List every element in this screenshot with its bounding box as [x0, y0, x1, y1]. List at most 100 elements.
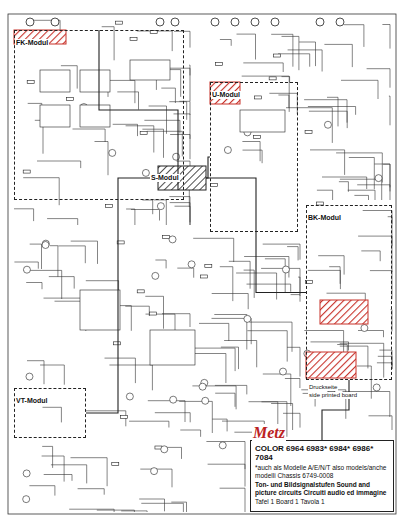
title-text: Ton- und Bildsignalstufen Sound and pict…: [254, 481, 390, 496]
wire: [341, 80, 378, 99]
resistor-symbol: [210, 184, 217, 187]
wire: [95, 142, 109, 176]
wire: [317, 190, 333, 200]
wire: [26, 283, 42, 290]
wire: [142, 200, 152, 214]
terminal: [316, 18, 324, 26]
wire: [47, 219, 78, 225]
wire: [389, 96, 390, 125]
wire: [242, 142, 260, 162]
resistor-symbol: [255, 96, 262, 99]
wire: [58, 246, 85, 263]
wire: [229, 261, 250, 288]
transistor-symbol: [23, 266, 30, 273]
wire: [170, 203, 190, 225]
wires: [14, 20, 392, 512]
wire: [224, 341, 257, 368]
wire: [162, 314, 190, 327]
wire: [37, 161, 81, 168]
ic-block: [40, 70, 70, 92]
wire: [340, 179, 382, 200]
terminal: [171, 18, 179, 26]
title-block: COLOR 6964 6983* 6984* 6986* 7084*auch a…: [250, 440, 394, 512]
wire: [177, 268, 193, 278]
wire: [55, 301, 82, 314]
module-name: S-Modul: [150, 174, 180, 182]
brand-logo: Metz: [252, 424, 286, 442]
wire: [357, 185, 390, 200]
transistor-symbol: [152, 272, 159, 279]
terminal: [231, 18, 239, 26]
wire: [97, 510, 135, 512]
wire: [193, 238, 234, 262]
wire: [29, 486, 55, 496]
wire: [271, 34, 293, 66]
transistor-symbol: [188, 261, 195, 268]
resistor-symbol: [23, 170, 30, 173]
resistor-symbol: [130, 38, 137, 41]
wire: [147, 131, 182, 156]
wire: [69, 509, 114, 512]
terminal: [51, 18, 59, 26]
wire: [286, 108, 332, 143]
wire: [311, 342, 349, 351]
transistor-symbol: [42, 241, 49, 248]
resistor-symbol: [66, 97, 73, 100]
resistor-symbol: [162, 236, 169, 239]
wire: [145, 296, 163, 328]
resistor-symbol: [215, 62, 222, 65]
wire: [287, 347, 300, 376]
wire: [42, 446, 52, 468]
wire: [310, 150, 345, 175]
transistor-symbol: [244, 315, 251, 322]
wire: [263, 244, 300, 260]
module-outline: VT-Modul: [14, 388, 86, 438]
wire: [192, 386, 236, 409]
wire: [348, 190, 375, 200]
wire: [354, 195, 368, 200]
resistor-symbol: [305, 130, 312, 133]
wire: [244, 257, 289, 278]
wire: [14, 209, 34, 221]
wire: [278, 95, 289, 108]
module-outline: S-Modul: [150, 166, 206, 190]
ic-block: [240, 110, 285, 132]
wire: [358, 236, 392, 272]
wire: [336, 153, 382, 183]
title-text: COLOR 6964 6983* 6984* 6986* 7084: [254, 444, 390, 462]
transistor-symbol: [282, 266, 289, 273]
wire: [208, 464, 245, 486]
wire: [109, 365, 152, 390]
resistor-symbol: [269, 77, 276, 80]
wire: [344, 25, 364, 47]
transistor-symbol: [142, 169, 149, 176]
wire: [379, 350, 392, 365]
wire: [374, 164, 390, 191]
ic-block: [130, 60, 170, 80]
wire: [155, 413, 190, 423]
transistor-symbol: [23, 496, 30, 503]
ic-block: [40, 105, 70, 127]
transistor-symbol: [375, 175, 382, 182]
wire: [44, 475, 72, 481]
resistor-symbol: [121, 415, 128, 418]
wire: [139, 499, 164, 511]
wire: [206, 442, 245, 470]
wire: [144, 120, 180, 133]
wire: [49, 277, 74, 289]
module-name: BK-Modul: [307, 214, 342, 222]
wire: [285, 379, 300, 389]
resistor-symbol: [201, 275, 208, 278]
wire: [71, 458, 108, 487]
wire: [249, 322, 292, 352]
module-outline: BK-Modul: [306, 205, 392, 380]
resistor-symbol: [114, 342, 121, 345]
wire: [43, 407, 62, 422]
wire: [126, 126, 154, 153]
resistor-symbol: [253, 136, 260, 139]
resistor-symbol: [137, 290, 144, 293]
wire: [282, 36, 299, 70]
transistor-symbol: [109, 149, 116, 156]
wire: [287, 247, 298, 261]
wire: [304, 100, 347, 123]
